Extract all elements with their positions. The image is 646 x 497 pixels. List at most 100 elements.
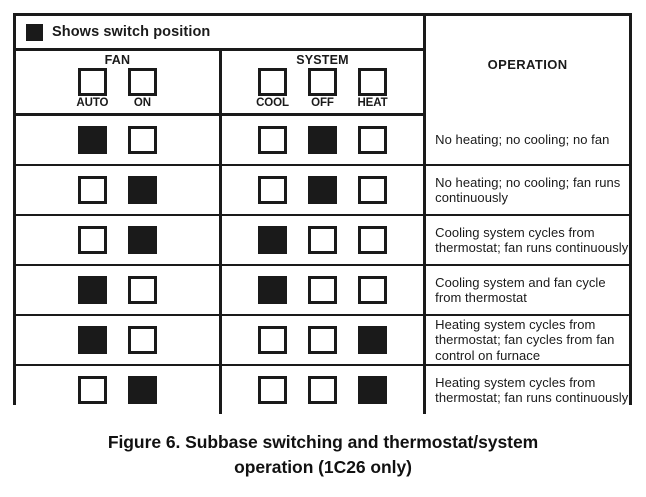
- fan-switch-on[interactable]: ON: [117, 68, 167, 109]
- operation-cell: No heating; no cooling; no fan: [424, 114, 629, 166]
- switch-box-icon[interactable]: [77, 68, 107, 96]
- switch-slot-on[interactable]: [117, 126, 167, 154]
- switch-slot-cool[interactable]: [247, 376, 297, 404]
- switch-box-filled-icon[interactable]: [77, 126, 107, 154]
- switch-box-filled-icon[interactable]: [127, 376, 157, 404]
- system-group-title: SYSTEM: [296, 53, 349, 67]
- system-switch-cell: [220, 315, 427, 366]
- legend-inner: Shows switch position: [26, 23, 423, 41]
- switch-slot-cool[interactable]: [247, 126, 297, 154]
- switch-slot-off[interactable]: [297, 326, 347, 354]
- system-switch-row: [222, 216, 423, 264]
- fan-switch-cell: [16, 315, 222, 366]
- switch-slot-heat[interactable]: [347, 226, 397, 254]
- operation-text: Heating system cycles from thermostat; f…: [435, 374, 629, 406]
- switch-slot-off[interactable]: [297, 226, 347, 254]
- operation-cell: Cooling system cycles from thermostat; f…: [424, 215, 629, 266]
- system-switch-off[interactable]: OFF: [297, 68, 347, 109]
- switch-slot-cool[interactable]: [247, 276, 297, 304]
- system-switch-row: [222, 366, 423, 414]
- operation-text: Heating system cycles from thermostat; f…: [435, 316, 615, 363]
- system-switch-off-label: OFF: [311, 97, 334, 109]
- switch-slot-off[interactable]: [297, 376, 347, 404]
- switch-box-icon[interactable]: [257, 68, 287, 96]
- system-switch-row: [222, 266, 423, 314]
- switch-slot-cool[interactable]: [247, 226, 297, 254]
- switch-box-empty-icon[interactable]: [77, 176, 107, 204]
- switch-slot-auto[interactable]: [67, 226, 117, 254]
- switch-slot-on[interactable]: [117, 376, 167, 404]
- fan-switch-cell: [16, 265, 222, 316]
- switch-box-icon[interactable]: [307, 68, 337, 96]
- switch-box-icon[interactable]: [357, 68, 387, 96]
- switch-box-filled-icon[interactable]: [127, 226, 157, 254]
- switch-box-filled-icon[interactable]: [357, 376, 387, 404]
- switch-slot-off[interactable]: [297, 176, 347, 204]
- switch-box-empty-icon[interactable]: [257, 176, 287, 204]
- system-switch-cool[interactable]: COOL: [247, 68, 297, 109]
- switch-slot-auto[interactable]: [67, 126, 117, 154]
- operation-cell: No heating; no cooling; fan runs continu…: [424, 165, 629, 216]
- switch-box-empty-icon[interactable]: [127, 126, 157, 154]
- switch-slot-auto[interactable]: [67, 326, 117, 354]
- system-group: SYSTEM COOL OFF: [222, 51, 423, 113]
- switch-box-empty-icon[interactable]: [357, 176, 387, 204]
- switch-slot-off[interactable]: [297, 126, 347, 154]
- switch-slot-heat[interactable]: [347, 376, 397, 404]
- switch-box-empty-icon[interactable]: [357, 126, 387, 154]
- switch-box-empty-icon[interactable]: [307, 276, 337, 304]
- switch-box-empty-icon[interactable]: [307, 226, 337, 254]
- operation-text: Cooling system cycles from thermostat; f…: [435, 224, 629, 256]
- legend-cell: Shows switch position: [16, 16, 427, 51]
- switch-slot-auto[interactable]: [67, 176, 117, 204]
- switch-slot-on[interactable]: [117, 326, 167, 354]
- switch-box-empty-icon[interactable]: [127, 326, 157, 354]
- switch-box-filled-icon[interactable]: [357, 326, 387, 354]
- switch-box-empty-icon[interactable]: [77, 226, 107, 254]
- switch-box-empty-icon[interactable]: [357, 276, 387, 304]
- switch-slot-on[interactable]: [117, 226, 167, 254]
- system-switch-cell: [220, 165, 427, 216]
- switch-box-filled-icon[interactable]: [77, 276, 107, 304]
- system-switch-row: [222, 166, 423, 214]
- switch-box-empty-icon[interactable]: [307, 376, 337, 404]
- switch-box-filled-icon[interactable]: [307, 176, 337, 204]
- switch-box-filled-icon[interactable]: [307, 126, 337, 154]
- switch-box-filled-icon[interactable]: [77, 326, 107, 354]
- fan-switch-row: [16, 366, 219, 414]
- switch-box-empty-icon[interactable]: [77, 376, 107, 404]
- switch-box-empty-icon[interactable]: [127, 276, 157, 304]
- switch-slot-heat[interactable]: [347, 326, 397, 354]
- table-row: Cooling system cycles from thermostat; f…: [16, 215, 629, 266]
- switch-box-icon[interactable]: [127, 68, 157, 96]
- system-switch-heat[interactable]: HEAT: [347, 68, 397, 109]
- switch-slot-cool[interactable]: [247, 326, 297, 354]
- switch-slot-auto[interactable]: [67, 276, 117, 304]
- switch-box-empty-icon[interactable]: [257, 126, 287, 154]
- switch-slot-cool[interactable]: [247, 176, 297, 204]
- switch-box-empty-icon[interactable]: [357, 226, 387, 254]
- system-group-header-cell: SYSTEM COOL OFF: [220, 49, 427, 116]
- switch-box-empty-icon[interactable]: [257, 376, 287, 404]
- system-switch-cell: [220, 265, 427, 316]
- switch-box-filled-icon[interactable]: [257, 226, 287, 254]
- system-switch-row: [222, 316, 423, 364]
- legend-row: Shows switch position OPERATION: [16, 16, 629, 115]
- switch-slot-off[interactable]: [297, 276, 347, 304]
- system-switch-cell: [220, 215, 427, 266]
- switch-slot-on[interactable]: [117, 276, 167, 304]
- switch-slot-heat[interactable]: [347, 126, 397, 154]
- switch-slot-heat[interactable]: [347, 276, 397, 304]
- fan-switch-auto[interactable]: AUTO: [67, 68, 117, 109]
- operation-cell: Heating system cycles from thermostat; f…: [424, 315, 629, 366]
- table-row: No heating; no cooling; no fan: [16, 114, 629, 166]
- switch-box-filled-icon[interactable]: [127, 176, 157, 204]
- switch-slot-auto[interactable]: [67, 376, 117, 404]
- switch-box-filled-icon[interactable]: [257, 276, 287, 304]
- switch-slot-heat[interactable]: [347, 176, 397, 204]
- switch-box-empty-icon[interactable]: [257, 326, 287, 354]
- switch-slot-on[interactable]: [117, 176, 167, 204]
- table-row: Heating system cycles from thermostat; f…: [16, 365, 629, 414]
- switch-box-empty-icon[interactable]: [307, 326, 337, 354]
